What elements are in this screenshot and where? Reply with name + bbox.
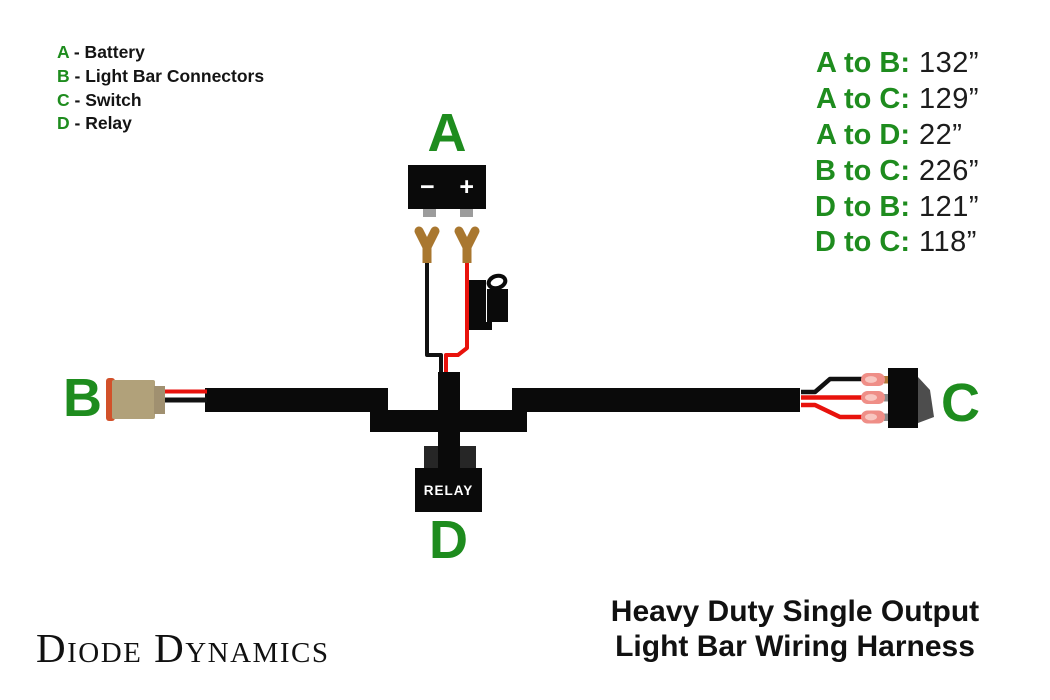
legend-text: - Relay xyxy=(69,113,132,134)
point-label-relay: D xyxy=(429,510,468,570)
legend-key: D xyxy=(57,113,70,134)
measurement-value: 132” xyxy=(919,47,980,80)
legend-text: - Light Bar Connectors xyxy=(69,65,265,86)
fork-terminal-left xyxy=(414,226,440,263)
relay-text: RELAY xyxy=(423,482,474,498)
legend: A - Battery B - Light Bar Connectors C -… xyxy=(57,41,264,136)
measurement-row: A to C: 129” xyxy=(796,82,979,118)
point-label-battery: A xyxy=(427,103,467,163)
legend-text: - Battery xyxy=(69,42,145,62)
light-bar-connector xyxy=(106,378,207,421)
switch-body xyxy=(888,368,918,428)
battery-minus-mark: − xyxy=(420,172,435,201)
measurement-row: D to C: 118” xyxy=(796,225,979,261)
product-title-line1: Heavy Duty Single Output xyxy=(610,595,980,628)
relay-connector-left xyxy=(424,446,438,470)
legend-item-battery: A - Battery xyxy=(57,41,264,65)
measurement-label: D to C: xyxy=(814,226,910,259)
harness-relay-column xyxy=(438,372,460,470)
measurement-row: A to B: 132” xyxy=(796,46,979,82)
measurement-label: D to B: xyxy=(814,190,910,223)
measurement-value: 129” xyxy=(919,83,980,116)
battery-plus-mark: + xyxy=(459,172,474,201)
battery-positive-wire xyxy=(444,254,469,374)
spade-terminal-top xyxy=(861,373,890,386)
legend-item-relay: D - Relay xyxy=(57,112,264,136)
measurement-label: A to C: xyxy=(816,83,910,116)
legend-text: - Switch xyxy=(69,89,142,110)
spade-terminal-bottom xyxy=(861,410,890,424)
point-label-light-bar-connector: B xyxy=(63,368,102,428)
measurements-list: A to B: 132” A to C: 129” A to D: 22” B to … xyxy=(796,46,979,261)
legend-key: A xyxy=(57,42,69,62)
switch-red-wire-bottom xyxy=(801,402,863,420)
measurement-value: 121” xyxy=(919,190,980,223)
measurement-row: A to D: 22” xyxy=(796,118,979,154)
measurement-row: B to C: 226” xyxy=(796,153,979,189)
measurement-value: 226” xyxy=(919,154,980,187)
product-title: Heavy Duty Single Output Light Bar Wirin… xyxy=(565,594,1025,664)
legend-key: C xyxy=(57,89,70,110)
fork-terminal-right xyxy=(454,226,480,263)
fuse-holder xyxy=(469,273,508,330)
measurement-label: A to B: xyxy=(816,47,910,80)
connector-step xyxy=(154,386,165,414)
measurement-value: 118” xyxy=(919,226,977,259)
relay-connector-right xyxy=(460,446,476,470)
spade-terminal-middle xyxy=(861,391,890,404)
battery-terminal-left xyxy=(423,209,436,217)
switch-black-wire xyxy=(801,376,863,395)
fuse-holder-bail-loop xyxy=(486,273,508,291)
measurement-row: D to B: 121” xyxy=(796,189,979,225)
measurement-label: A to D: xyxy=(816,118,910,151)
battery-symbol: − + xyxy=(408,165,486,209)
relay-box: RELAY xyxy=(415,468,482,512)
measurement-value: 22” xyxy=(919,118,963,151)
harness-right-bar xyxy=(512,388,800,412)
legend-item-connectors: B - Light Bar Connectors xyxy=(57,65,264,89)
connector-body xyxy=(112,380,155,419)
battery-negative-wire xyxy=(425,254,443,374)
battery-terminal-right xyxy=(460,209,473,217)
product-title-line2: Light Bar Wiring Harness xyxy=(615,630,975,663)
brand-logo: Diode Dynamics xyxy=(36,625,330,671)
point-label-switch: C xyxy=(941,373,980,433)
legend-item-switch: C - Switch xyxy=(57,89,264,113)
switch-actuator xyxy=(918,377,934,423)
harness-left-bar xyxy=(205,388,388,412)
measurement-label: B to C: xyxy=(814,154,910,187)
legend-key: B xyxy=(57,65,70,86)
